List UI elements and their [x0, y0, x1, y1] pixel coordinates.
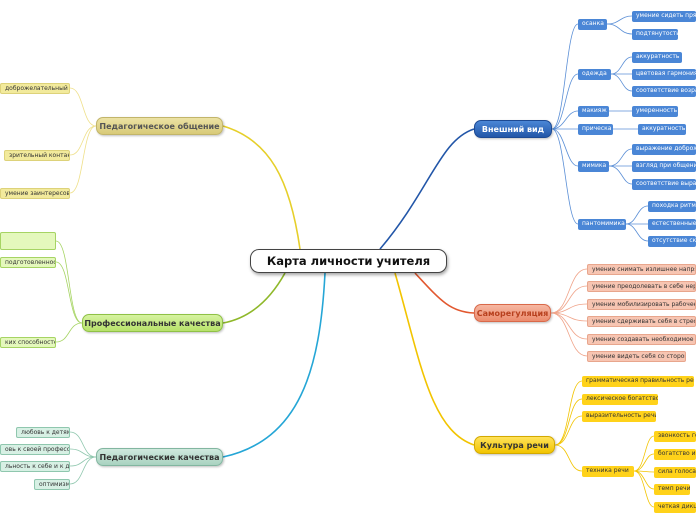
connector-kultura-rechi: [394, 272, 475, 446]
topic-tehnika-rechi[interactable]: техника речи: [582, 466, 634, 477]
topic-item[interactable]: овь к своей профессии: [0, 444, 70, 455]
topic-pricheska[interactable]: прическа: [578, 124, 613, 135]
connector-ped-obshchenie: [222, 125, 301, 250]
branch-kultura-rechi[interactable]: Культура речи: [474, 436, 555, 454]
topic-item[interactable]: походка ритмичная: [648, 201, 696, 212]
topic-item[interactable]: умение сдерживать себя в стрессовых ситу…: [587, 316, 696, 327]
topic-item[interactable]: грамматическая правильность речи: [582, 376, 694, 387]
topic-osanka[interactable]: осанка: [578, 19, 607, 30]
topic-item[interactable]: умение снимать излишнее напряжение: [587, 264, 696, 275]
topic-item[interactable]: цветовая гармония: [632, 69, 696, 80]
topic-item[interactable]: отсутствие скованности: [648, 236, 696, 247]
topic-mimika[interactable]: мимика: [578, 161, 609, 172]
topic-item[interactable]: естественные жесты: [648, 219, 696, 230]
topic-item[interactable]: взгляд при общении: [632, 161, 696, 172]
topic-item[interactable]: лексическое богатство: [582, 394, 658, 405]
topic-item[interactable]: любовь к детям: [16, 427, 70, 438]
connector-prof-kachestva: [222, 272, 286, 324]
connector-vneshniy-vid: [379, 128, 475, 250]
topic-item[interactable]: умение преодолевать в себе нерешительнос…: [587, 281, 696, 292]
topic-item[interactable]: зрительный контакт: [4, 150, 70, 161]
topic-item[interactable]: умение создавать необходимое настроение: [587, 334, 696, 345]
topic-pantomimika[interactable]: пантомимика: [578, 219, 626, 230]
branch-ped-kachestva[interactable]: Педагогические качества: [96, 448, 223, 466]
topic-item[interactable]: аккуратность: [632, 52, 682, 63]
topic-item[interactable]: звонкость голоса: [654, 431, 696, 442]
topic-item[interactable]: умение мобилизировать рабочее самочувств…: [587, 299, 696, 310]
topic-item[interactable]: умение сидеть прямо: [632, 11, 696, 22]
branch-prof-kachestva[interactable]: Профессиональные качества: [82, 314, 223, 332]
topic-item[interactable]: темп речи: [654, 484, 690, 495]
topic-item[interactable]: выражение доброжелательности: [632, 144, 696, 155]
topic-item[interactable]: соответствие выражения: [632, 179, 696, 190]
topic-item[interactable]: аккуратность: [638, 124, 686, 135]
topic-item[interactable]: четкая дикция: [654, 502, 696, 513]
topic-item[interactable]: ких способностей: [0, 337, 56, 348]
topic-item[interactable]: льность к себе и к детям: [0, 461, 70, 472]
topic-odezhda[interactable]: одежда: [578, 69, 611, 80]
topic-item[interactable]: доброжелательный тон: [0, 83, 70, 94]
topic-item[interactable]: умение видеть себя со стороны: [587, 351, 686, 362]
branch-ped-obshchenie[interactable]: Педагогическое общение: [96, 117, 223, 135]
topic-item[interactable]: соответствие возрасту: [632, 86, 696, 97]
topic-item[interactable]: богатство интонаций: [654, 449, 696, 460]
topic-item[interactable]: умеренность: [632, 106, 678, 117]
connector-samoregulyatsiya: [414, 272, 475, 314]
topic-item[interactable]: выразительность речи: [582, 411, 656, 422]
topic-item[interactable]: оптимизм: [34, 479, 70, 490]
topic-item[interactable]: подготовленность: [0, 257, 56, 268]
branch-samoregulyatsiya[interactable]: Саморегуляция: [474, 304, 551, 322]
topic-item[interactable]: подтянутость: [632, 29, 678, 40]
branch-vneshniy-vid[interactable]: Внешний вид: [474, 120, 552, 138]
topic-item[interactable]: [0, 232, 56, 250]
connector-ped-kachestva: [222, 272, 326, 458]
topic-item[interactable]: умение заинтересовать: [0, 188, 70, 199]
central-topic[interactable]: Карта личности учителя: [250, 249, 447, 273]
topic-item[interactable]: сила голоса: [654, 467, 696, 478]
topic-makiyazh[interactable]: макияж: [578, 106, 609, 117]
